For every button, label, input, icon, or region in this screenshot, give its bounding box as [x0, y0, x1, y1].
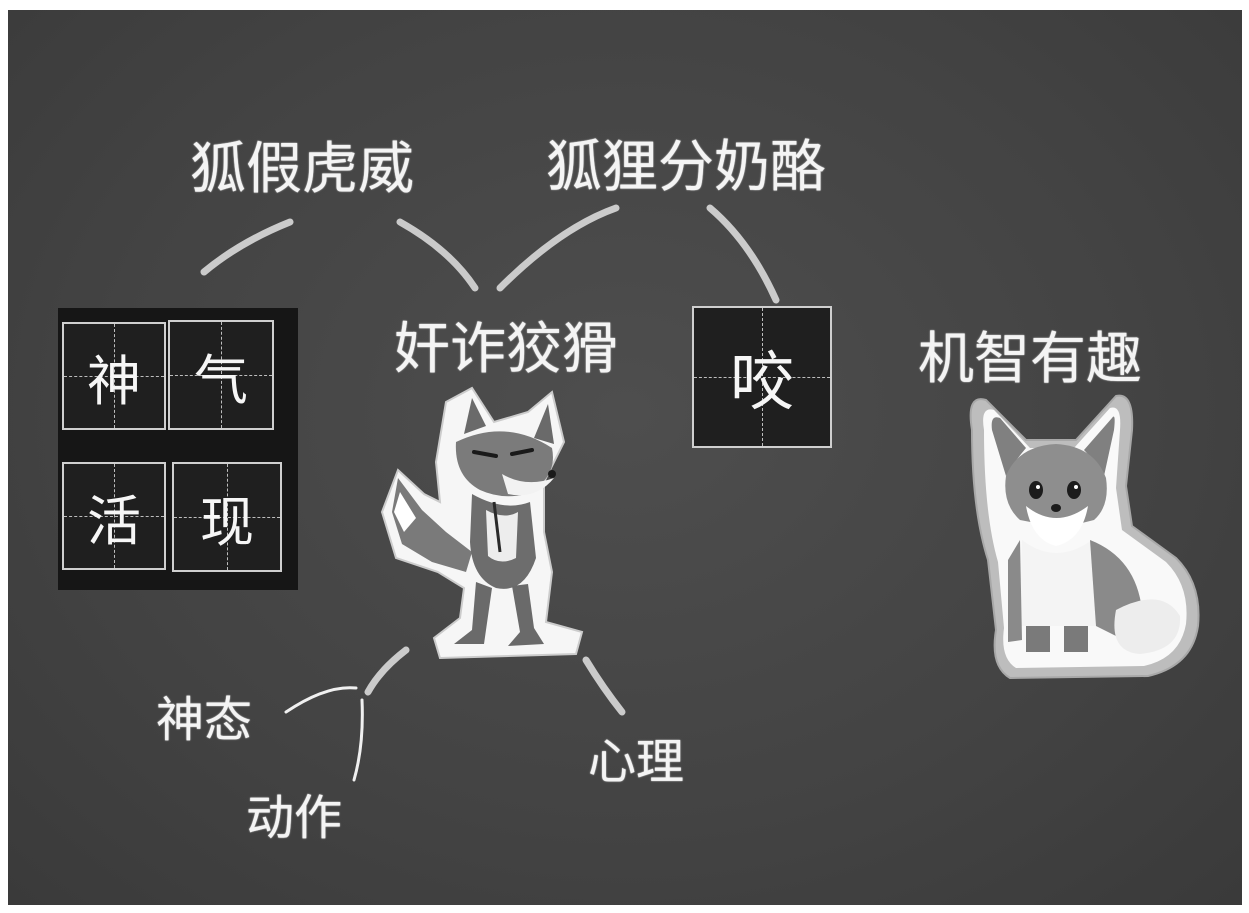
connector-right-phrase-left — [496, 204, 620, 292]
right-label: 机智有趣 — [918, 327, 1142, 392]
sly-fox-picture — [380, 386, 584, 660]
connector-right-phrase-right — [706, 204, 780, 304]
connector-dongzuo — [352, 698, 364, 782]
character-grid-xian: 现 — [172, 462, 282, 572]
phrase-left: 狐假虎威 — [190, 137, 414, 202]
center-label: 奸诈狡猾 — [394, 317, 618, 382]
character-shen: 神 — [87, 349, 141, 413]
branch-shentai: 神态 — [156, 692, 253, 748]
chalk-connectors — [200, 204, 780, 782]
character-grid-qi: 气 — [168, 320, 274, 430]
connector-left-phrase-left — [200, 218, 294, 276]
character-grid-shen: 神 — [62, 322, 166, 430]
character-yao: 咬 — [730, 346, 794, 420]
connector-fox-to-branch-right — [582, 656, 626, 716]
connector-shentai — [284, 686, 358, 714]
character-xian: 现 — [200, 490, 254, 554]
character-huo: 活 — [87, 489, 141, 553]
blackboard: 狐假虎威 狐狸分奶酪 奸诈狡猾 机智有趣 神 气 活 现 咬 — [8, 10, 1242, 905]
branch-xinli: 心理 — [588, 734, 685, 790]
phrase-right: 狐狸分奶酪 — [546, 135, 826, 200]
connector-left-phrase-right — [396, 218, 479, 292]
branch-dongzuo: 动作 — [246, 790, 343, 846]
character-qi: 气 — [194, 348, 248, 412]
cute-fox-picture — [969, 394, 1200, 680]
character-grid-yao: 咬 — [692, 306, 832, 448]
character-grid-huo: 活 — [62, 462, 166, 570]
connector-fox-to-branch-left — [364, 646, 410, 696]
